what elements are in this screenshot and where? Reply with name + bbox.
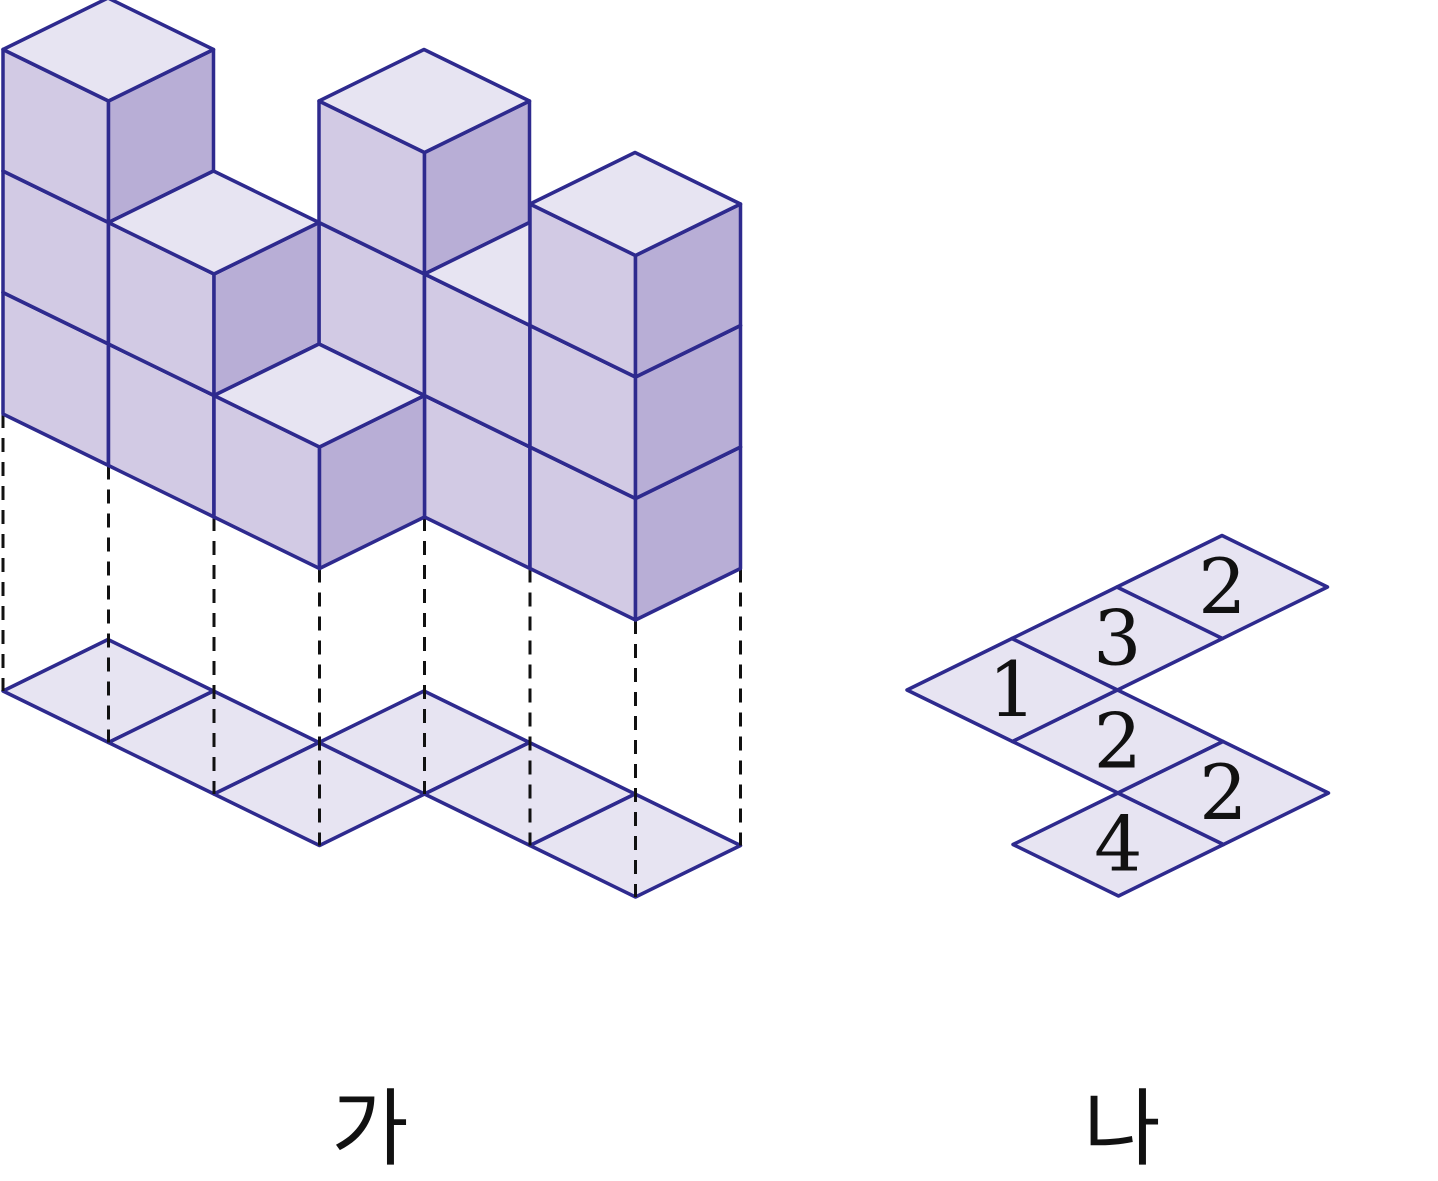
cube-top-face (212, 342, 427, 449)
plan-cell-number: 1 (988, 645, 1036, 734)
unit-cube (317, 47, 532, 276)
unit-cube (1, 0, 216, 225)
cube-top-face (317, 47, 532, 155)
floor-plan-cells (905, 533, 1331, 898)
cube-top-face (528, 150, 743, 258)
unit-cube (212, 342, 427, 571)
plan-cell-number: 3 (1093, 594, 1141, 683)
plan-cell (1115, 533, 1330, 641)
plan-cell-number: 4 (1094, 800, 1142, 889)
unit-cube (528, 150, 743, 379)
plan-cell-number: 2 (1094, 697, 1142, 786)
cube-base-footprint (1, 637, 743, 899)
cube-top-face (1, 0, 216, 103)
plan-cell-number: 2 (1198, 542, 1246, 631)
plan-cell (1116, 739, 1331, 847)
plan-cell-number: 2 (1199, 748, 1247, 837)
stacked-cubes-figure (1, 0, 743, 899)
cube-stack (1, 0, 743, 622)
unit-cube (106, 169, 321, 398)
caption-na: 나 (1083, 1080, 1160, 1178)
caption-ga: 가 (331, 1080, 408, 1178)
cube-top-face (106, 169, 321, 276)
